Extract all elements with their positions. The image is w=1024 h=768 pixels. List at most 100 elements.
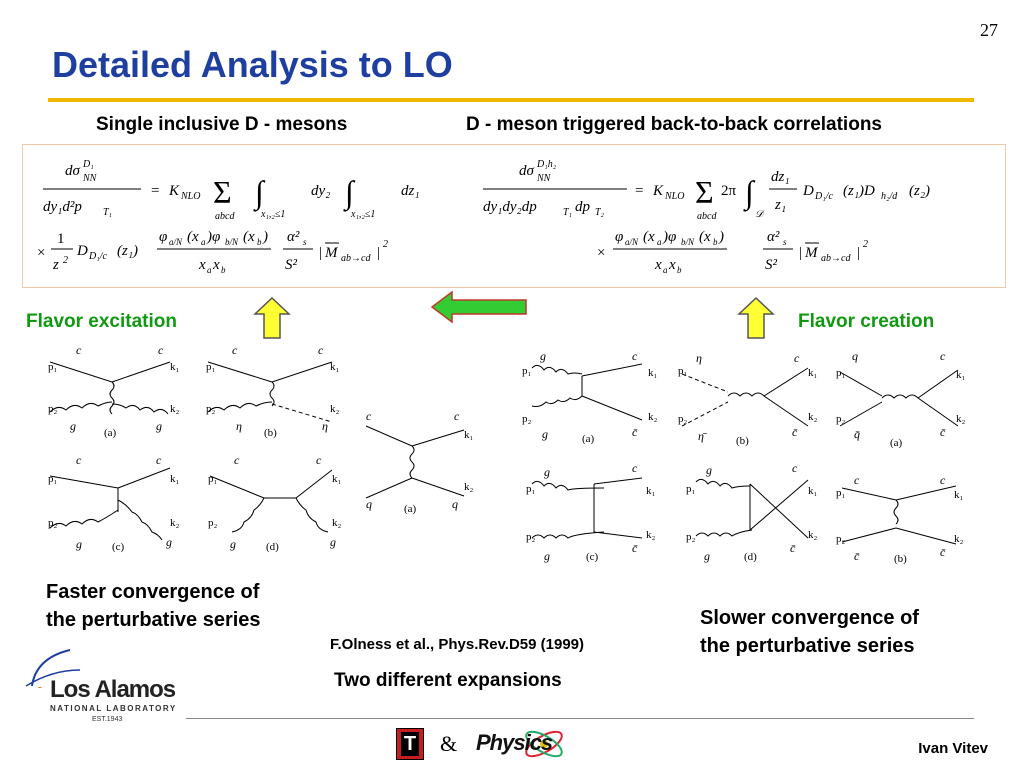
svg-text:k₁: k₁ [648,367,658,379]
svg-text:z: z [52,257,59,273]
svg-text:p₁: p₁ [686,483,696,495]
svg-text:dz₁: dz₁ [771,169,790,185]
diagram-fe-a [49,361,171,415]
svg-text:c: c [316,453,322,467]
svg-text:NLO: NLO [180,191,200,202]
svg-text:g: g [704,549,710,563]
svg-text:η: η [322,419,328,433]
diagram-fe-c [49,467,171,541]
svg-text:ab→cd: ab→cd [341,253,371,264]
up-arrow-left-icon [253,296,291,339]
svg-text:dy₁d²p: dy₁d²p [43,199,82,215]
svg-text:S²: S² [765,257,778,273]
svg-text:)φ: )φ [662,229,676,245]
svg-text:∫: ∫ [743,174,756,212]
svg-text:M: M [804,245,819,261]
svg-text:z₁: z₁ [774,197,786,213]
diagram-fe-a2 [365,425,465,499]
svg-text:c̄: c̄ [854,549,860,563]
svg-text:s: s [303,237,307,247]
svg-text:a: a [657,237,662,247]
svg-text:α²: α² [767,229,780,245]
svg-text:NLO: NLO [664,191,684,202]
flavor-creation-label: Flavor creation [798,311,935,332]
slide-title: Detailed Analysis to LO [52,44,453,85]
svg-text:dy₂: dy₂ [311,183,330,199]
svg-text:a: a [663,265,668,275]
svg-text:k₁: k₁ [170,361,180,373]
svg-text:g: g [70,419,76,433]
svg-text:c: c [940,349,946,363]
svg-text:a/N: a/N [625,237,639,247]
svg-text:dσ: dσ [519,163,535,179]
lanl-est: EST.1943 [92,716,123,723]
svg-text:|: | [857,245,860,261]
svg-text:x: x [198,257,206,273]
svg-text:(d): (d) [266,541,279,553]
svg-text:c: c [76,453,82,467]
svg-text:q̄: q̄ [854,427,860,441]
right-conclusion-line1: Slower convergence of [700,607,919,629]
svg-text:k₁: k₁ [808,367,818,379]
svg-text:(x: (x [187,229,199,245]
svg-text:(z₁): (z₁) [117,243,138,259]
svg-text:b/N: b/N [225,237,239,247]
svg-text:k₂: k₂ [954,533,964,545]
lanl-sub: NATIONAL LABORATORY [50,704,177,713]
svg-text:b: b [257,237,262,247]
left-arrow-green-icon [430,290,527,324]
svg-text:g: g [544,465,550,479]
svg-text:T₁: T₁ [563,207,572,218]
svg-text:D₁h₂: D₁h₂ [536,159,557,170]
svg-text:a: a [207,265,212,275]
svg-text:k₂: k₂ [170,517,180,529]
svg-text:k₁: k₁ [954,489,964,501]
svg-text:D: D [76,243,88,259]
svg-text:c: c [454,409,460,423]
svg-text:p₂: p₂ [206,403,216,415]
svg-text:c̄: c̄ [940,425,946,439]
svg-text:Σ: Σ [695,174,714,210]
right-heading: D - meson triggered back-to-back correla… [466,114,882,135]
title-rule [48,98,974,102]
svg-text:K: K [652,183,664,199]
svg-text:x: x [668,257,676,273]
svg-text:(x: (x [699,229,711,245]
physics-logo: Physics [474,724,570,764]
right-conclusion-line2: the perturbative series [700,635,915,657]
citation: F.Olness et al., Phys.Rev.D59 (1999) [330,636,585,653]
svg-text:g: g [230,537,236,551]
svg-text:q: q [366,497,372,511]
svg-text:D₁: D₁ [82,159,94,170]
svg-text:dp: dp [575,199,591,215]
svg-text:p₂: p₂ [836,533,846,545]
eq-left-numerator: dσ [65,163,81,179]
svg-text:c: c [366,409,372,423]
svg-text:T₁: T₁ [103,207,112,218]
left-conclusion-line1: Faster convergence of [46,581,260,603]
svg-text:g: g [544,549,550,563]
svg-text:c: c [76,343,82,357]
svg-text:×: × [597,245,605,261]
svg-text:g: g [330,535,336,549]
svg-text:η: η [236,419,242,433]
svg-text:M: M [324,245,339,261]
svg-text:(b): (b) [264,427,277,439]
svg-text:S²: S² [285,257,298,273]
svg-text:(c): (c) [586,551,599,563]
svg-text:D₁/c: D₁/c [88,251,107,262]
lanl-name: Los Alamos [50,676,176,703]
svg-text:c: c [318,343,324,357]
svg-text:p₂: p₂ [522,413,532,425]
svg-text:k₂: k₂ [648,411,658,423]
diagram-fc-d [695,478,809,539]
svg-text:abcd: abcd [697,211,717,222]
svg-text:g: g [540,349,546,363]
left-conclusion: Faster convergence of the perturbative s… [46,578,261,634]
svg-text:dy₁dy₂dp: dy₁dy₂dp [483,199,537,215]
svg-text:=: = [151,183,159,199]
svg-text:k₂: k₂ [330,403,340,415]
svg-text:NN: NN [536,173,552,184]
svg-text:g: g [166,535,172,549]
diagram-fc-c [531,477,643,539]
